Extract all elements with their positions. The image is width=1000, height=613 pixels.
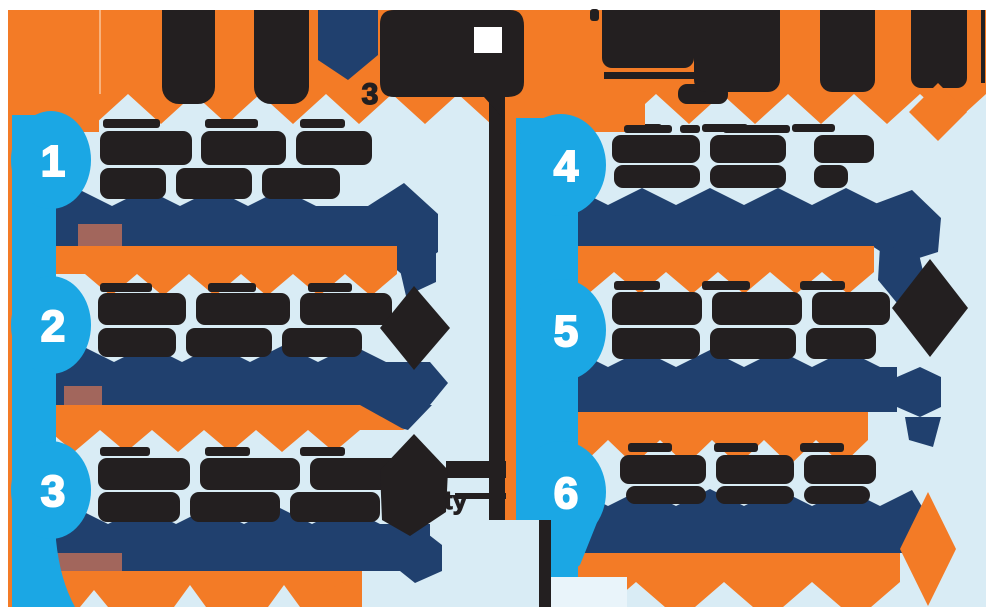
svg-text:3: 3 <box>362 78 379 111</box>
svg-text:5: 5 <box>554 307 578 356</box>
svg-text:1: 1 <box>41 137 65 186</box>
svg-text:3: 3 <box>41 467 65 516</box>
svg-text:2: 2 <box>41 302 65 351</box>
svg-text:4: 4 <box>554 142 579 191</box>
svg-text:ty: ty <box>444 485 468 515</box>
svg-text:6: 6 <box>554 469 578 518</box>
